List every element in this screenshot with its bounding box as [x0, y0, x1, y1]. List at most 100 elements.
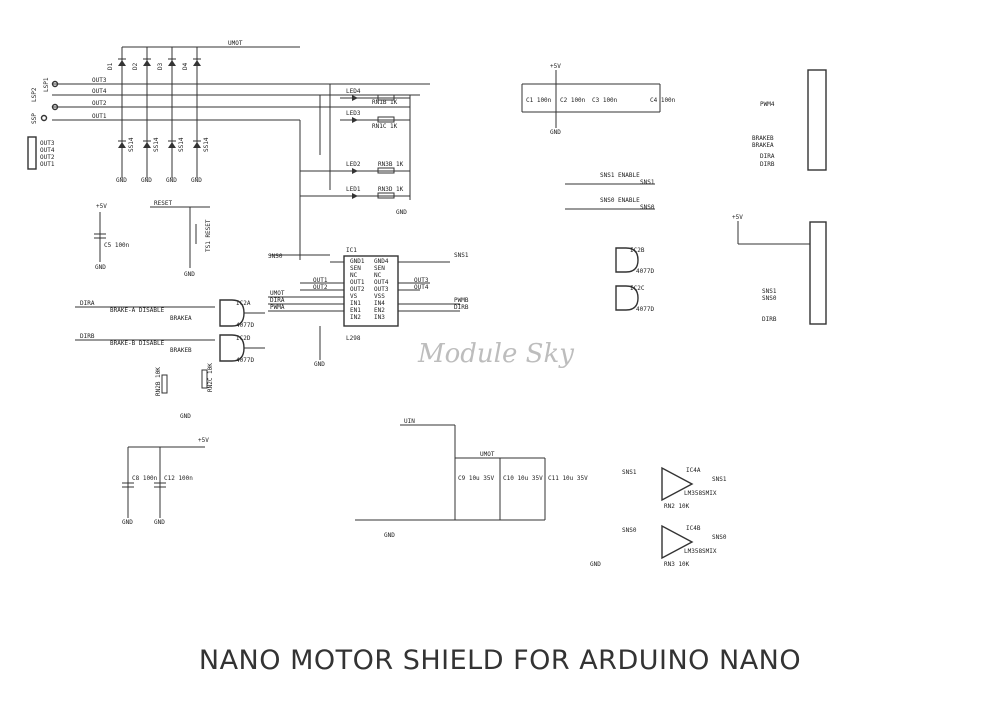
sns0-net: SNS0: [640, 204, 655, 211]
ic2c-ref: IC2C: [630, 285, 645, 292]
connector-lsp2: LSP2: [31, 87, 38, 102]
net-brakea: BRAKEA: [170, 315, 192, 322]
gnd-c5: GND: [95, 264, 106, 271]
diode-ss14-4-label: SS14: [203, 137, 210, 152]
ic1-pin-l6: IN1: [350, 300, 361, 307]
c5-cap: +5V C5 100n GND: [94, 203, 130, 271]
rn8-label: RN2C 10K: [207, 363, 214, 392]
net-dirb-in: DIRB: [80, 333, 95, 340]
ic1-umot: UMOT: [270, 290, 285, 297]
net-out1-label: OUT1: [92, 113, 107, 120]
c8-label: C8 100n: [132, 475, 158, 482]
opamp-section: IC4A IC4B LM358SMIX LM358SMIX SNS1 SNS0 …: [590, 466, 727, 568]
led4-label: LED4: [346, 88, 361, 95]
ic1-part: L298: [346, 335, 361, 342]
ic2b-ref: IC2B: [630, 247, 645, 254]
diode-ss14-3-label: SS14: [178, 137, 185, 152]
ic1-pin-l0: GND1: [350, 258, 365, 265]
ic2d-part: 4077D: [236, 357, 254, 364]
rn9-label: RN3 10K: [664, 561, 690, 568]
ic2a-ref: IC2A: [236, 300, 251, 307]
ic2c-part: 4077D: [636, 306, 654, 313]
gnd-d3: GND: [166, 177, 177, 184]
gnd-c8: GND: [122, 519, 133, 526]
connector-ssp: SSP: [31, 113, 38, 124]
ic1-pin-l2: NC: [350, 272, 358, 279]
c12-label: C12 100n: [164, 475, 193, 482]
c11-label: C11 10u 35V: [548, 475, 588, 482]
ic2d-ref: IC2D: [236, 335, 251, 342]
diode-bridge: UMOT OUT3 OUT4 OUT2 OUT1 D1 D2 D3 D4 SS1…: [52, 40, 430, 184]
hdr1-dirb: DIRB: [760, 161, 775, 168]
reset-net: RESET: [154, 200, 172, 207]
connector-lsp1: LSP1: [43, 77, 50, 92]
c8-c12-caps: +5V C8 100n C12 100n GND GND: [122, 437, 209, 526]
gnd-d4: GND: [191, 177, 202, 184]
led-section: LED4 LED3 LED2 LED1 RN1B 1K RN1C 1K RN3B…: [299, 84, 411, 260]
rn1-label: RN1B 1K: [372, 99, 398, 106]
ic1-pin-l7: EN1: [350, 307, 361, 314]
c10-label: C10 10u 35V: [503, 475, 543, 482]
ic1-pin-r7: EN2: [374, 307, 385, 314]
conn-out4: OUT4: [40, 147, 55, 154]
ic1-pin-r4: OUT3: [374, 286, 389, 293]
led2-label: LED2: [346, 161, 361, 168]
c3-label: C3 100n: [592, 97, 618, 104]
rn3-label: RN2 10K: [664, 503, 690, 510]
bulk-uin: UIN: [404, 418, 415, 425]
c1-label: C1 100n: [526, 97, 552, 104]
conn-out3: OUT3: [40, 140, 55, 147]
led1-label: LED1: [346, 186, 361, 193]
c5-label: C5 100n: [104, 242, 130, 249]
ic4a-sns1: SNS1: [622, 469, 637, 476]
ic1-out1: OUT1: [313, 277, 328, 284]
gates-ic2b-ic2c: IC2B IC2C 4077D 4077D: [615, 247, 654, 313]
ic2a-part: 4077D: [236, 322, 254, 329]
conn-out2: OUT2: [40, 154, 55, 161]
reset-circuit: RESET TS1 RESET GND: [150, 200, 212, 278]
c9-label: C9 10u 35V: [458, 475, 495, 482]
hdr1-brakeb: BRAKEB: [752, 135, 774, 142]
ic1-pwmb: PWMB: [454, 297, 469, 304]
ic1-pin-r2: NC: [374, 272, 382, 279]
ic1-pin-l3: OUT1: [350, 279, 365, 286]
gnd-caps: GND: [550, 129, 561, 136]
ic4b-out: SNS0: [712, 534, 727, 541]
gnd-c12: GND: [154, 519, 165, 526]
hdr1-pwm4: PWM4: [760, 101, 775, 108]
gnd-opamp: GND: [590, 561, 601, 568]
net-dira-in: DIRA: [80, 300, 95, 307]
ic1-pin-l5: VS: [350, 293, 358, 300]
ic1-out3: OUT3: [414, 277, 429, 284]
c4-label: C4 100n: [650, 97, 676, 104]
c5-vcc: +5V: [96, 203, 107, 210]
gnd-ts: GND: [184, 271, 195, 278]
ic1-dira: DIRA: [270, 297, 285, 304]
diode-d3-label: D3: [157, 62, 164, 70]
ic4a-ref: IC4A: [686, 467, 701, 474]
rn5-label: RN3B 1K: [378, 161, 404, 168]
motor-connectors: LSP1 LSP2 SSP OUT3 OUT4 OUT2 OUT1: [27, 77, 59, 170]
ic1-pin-r8: IN3: [374, 314, 385, 321]
ic1-dirb: DIRB: [454, 304, 469, 311]
hdr2-dirb: DIRB: [762, 316, 777, 323]
diode-ss14-1-label: SS14: [128, 137, 135, 152]
sns1-net: SNS1: [640, 179, 655, 186]
bulk-caps: UIN UMOT C9 10u 35V C10 10u 35V C11 10u …: [355, 418, 588, 539]
ic4b-part: LM358SMIX: [684, 548, 717, 555]
hdr1-brakea: BRAKEA: [752, 142, 774, 149]
ic1-pin-r3: OUT4: [374, 279, 389, 286]
net-umot-top: UMOT: [228, 40, 243, 47]
ic4b-ref: IC4B: [686, 525, 701, 532]
net-out4-label: OUT4: [92, 88, 107, 95]
ic1-pin-r0: GND4: [374, 258, 389, 265]
gnd-bulk: GND: [384, 532, 395, 539]
hdr2-sns1: SNS1: [762, 288, 777, 295]
ic1-pin-r5: VSS: [374, 293, 385, 300]
gnd-d1: GND: [116, 177, 127, 184]
ic1-pin-r1: SEN: [374, 265, 385, 272]
ic4b-sns0: SNS0: [622, 527, 637, 534]
watermark: Module Sky: [417, 339, 574, 369]
caps-vcc: +5V: [550, 63, 561, 70]
